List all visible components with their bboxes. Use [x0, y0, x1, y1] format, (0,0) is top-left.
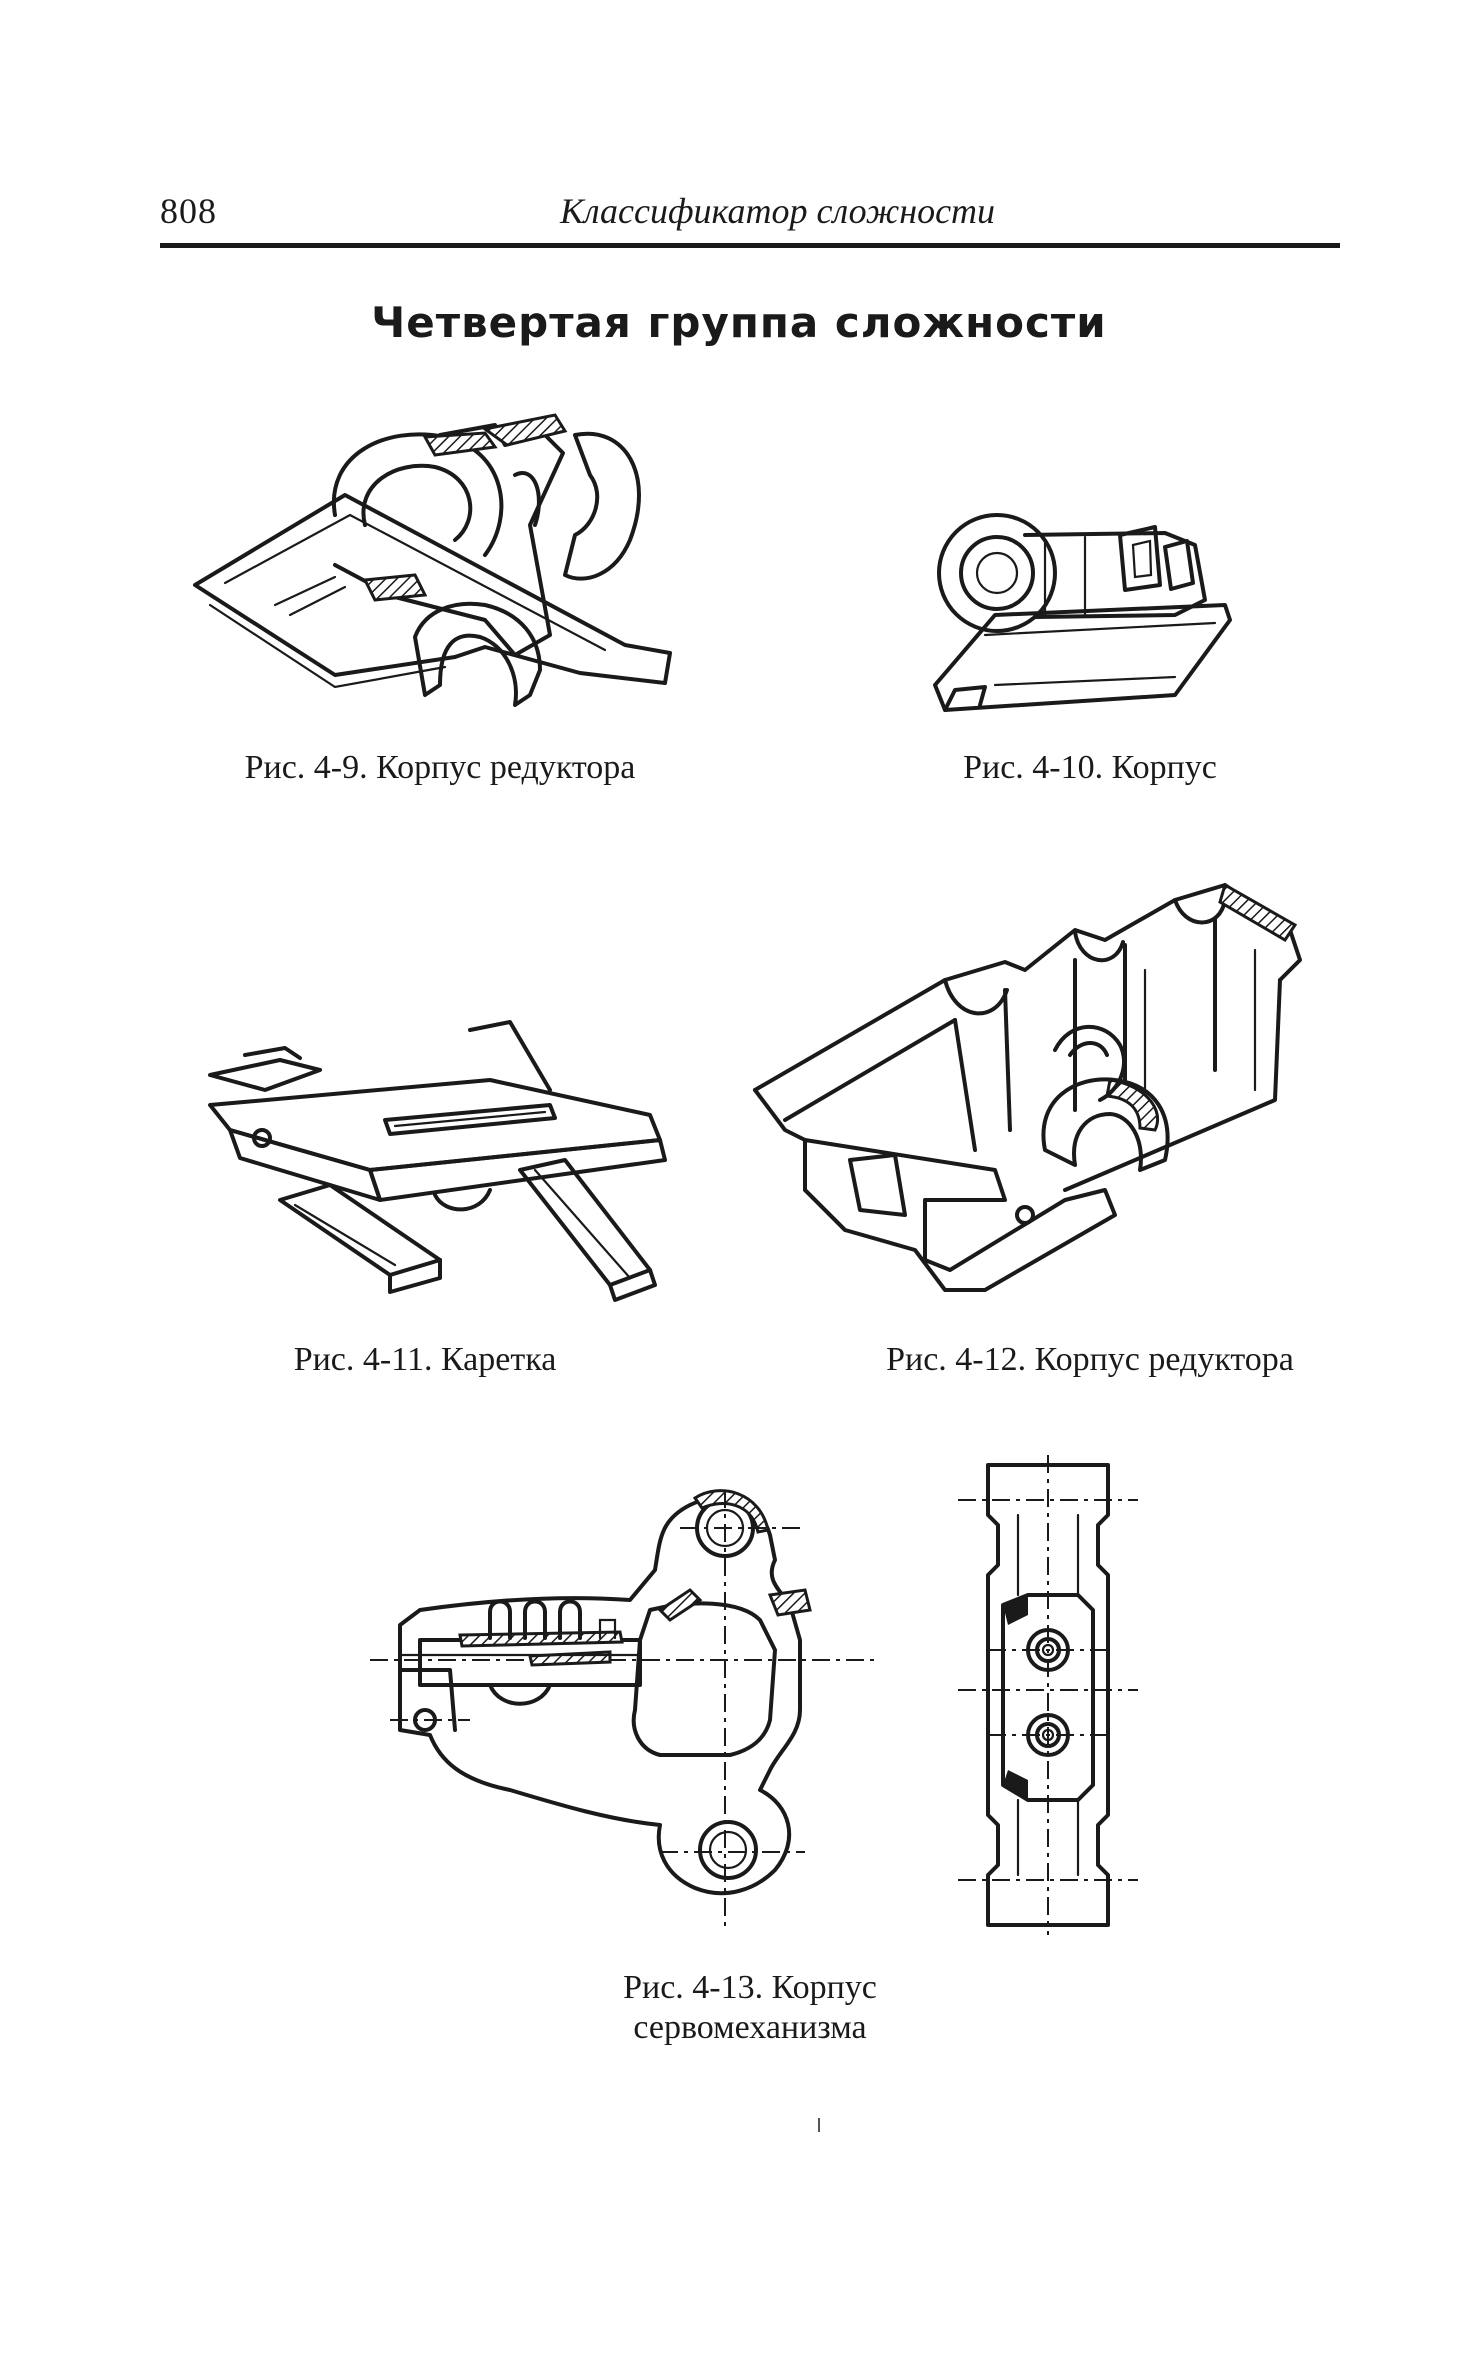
- figure-4-10-housing-drawing: [925, 505, 1245, 725]
- figure-4-12-caption: Рис. 4-12. Корпус редуктора: [886, 1341, 1294, 1378]
- figure-4-13-caption-line1: Рис. 4-13. Корпус: [623, 1969, 877, 2006]
- running-title: Классификатор сложности: [560, 191, 996, 231]
- figure-4-13-servo-housing-main-view: [360, 1460, 920, 1940]
- figure-4-13-servo-housing-side-view: [958, 1455, 1138, 1935]
- figure-4-13-caption-line2: сервомеханизма: [633, 2009, 867, 2046]
- stray-mark: [818, 2118, 820, 2132]
- figure-4-9-caption: Рис. 4-9. Корпус редуктора: [244, 749, 636, 786]
- figure-4-13-caption: Рис. 4-13. Корпус сервомеханизма: [560, 1968, 940, 2048]
- figure-4-10-caption: Рис. 4-10. Корпус: [963, 749, 1217, 786]
- section-title: Четвертая группа сложности: [371, 298, 1107, 347]
- figure-4-9-gearbox-housing-drawing: [185, 405, 685, 730]
- figure-4-11-caption: Рис. 4-11. Каретка: [293, 1341, 557, 1378]
- figure-4-11-carriage-drawing: [190, 1010, 690, 1310]
- header-rule: [160, 243, 1340, 248]
- figure-4-12-gearbox-housing-drawing: [745, 870, 1325, 1310]
- page-number: 808: [160, 191, 217, 231]
